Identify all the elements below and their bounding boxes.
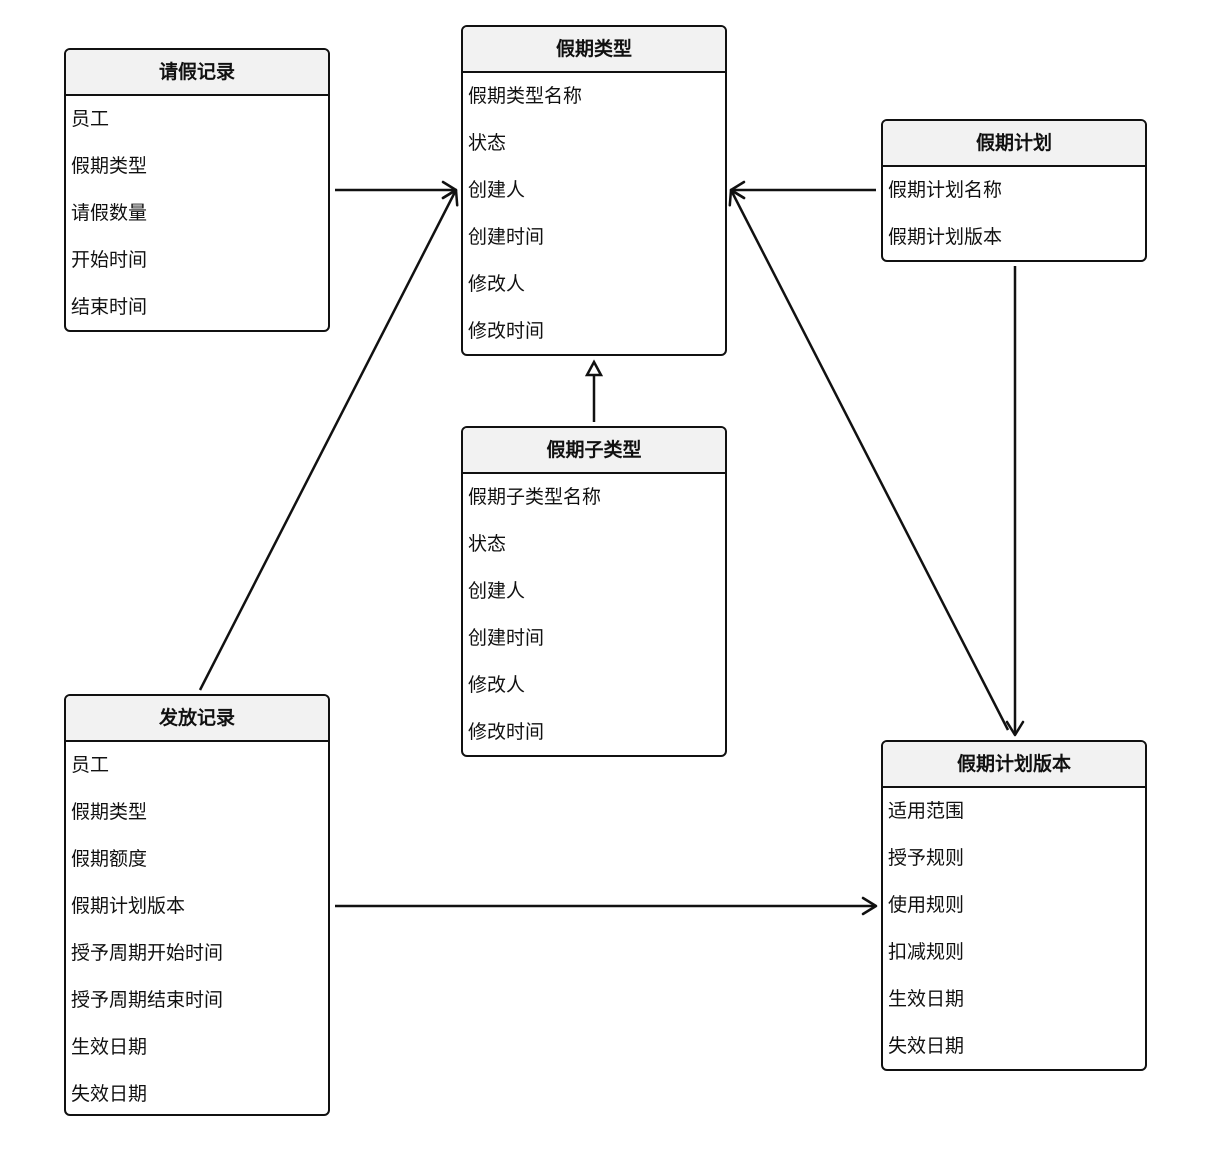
- relation-leave-plan-to-leave-type: [729, 180, 876, 200]
- entity-field: 修改人: [468, 674, 526, 696]
- entity-field: 员工: [71, 754, 110, 776]
- relation-grant-record-to-plan-version: [335, 896, 878, 916]
- entity-field: 创建人: [468, 580, 526, 602]
- entity-field: 请假数量: [71, 202, 148, 224]
- entity-field: 员工: [71, 108, 110, 130]
- entity-field: 状态: [468, 533, 507, 555]
- open-arrowhead: [1005, 720, 1025, 737]
- field-list: 员工假期类型假期额度假期计划版本授予周期开始时间授予周期结束时间生效日期失效日期: [66, 742, 328, 1114]
- relation-line: [729, 189, 1010, 731]
- entity-field: 假期类型名称: [468, 85, 583, 107]
- entity-leave-plan-version[interactable]: 假期计划版本适用范围授予规则使用规则扣减规则生效日期失效日期: [881, 740, 1147, 1071]
- entity-title: 发放记录: [66, 696, 328, 742]
- entity-field: 修改人: [468, 273, 526, 295]
- entity-field: 失效日期: [71, 1083, 148, 1105]
- relation-grant-record-to-leave-type: [198, 188, 459, 691]
- entity-field: 授予周期开始时间: [71, 942, 224, 964]
- field-list: 员工假期类型请假数量开始时间结束时间: [66, 96, 328, 330]
- relation-leave-record-to-leave-type: [335, 180, 458, 200]
- field-list: 假期子类型名称状态创建人创建时间修改人修改时间: [463, 474, 725, 755]
- entity-field: 生效日期: [888, 988, 965, 1010]
- entity-field: 创建人: [468, 179, 526, 201]
- entity-field: 状态: [468, 132, 507, 154]
- entity-title: 假期子类型: [463, 428, 725, 474]
- entity-field: 适用范围: [888, 800, 965, 822]
- field-list: 假期计划名称假期计划版本: [883, 167, 1145, 260]
- relation-line: [198, 189, 458, 691]
- entity-field: 假期类型: [71, 801, 148, 823]
- entity-field: 生效日期: [71, 1036, 148, 1058]
- relation-subtype-to-leave-type: [584, 359, 604, 422]
- entity-field: 假期计划名称: [888, 179, 1003, 201]
- entity-field: 修改时间: [468, 721, 545, 743]
- entity-title: 假期计划: [883, 121, 1145, 167]
- entity-grant-record[interactable]: 发放记录员工假期类型假期额度假期计划版本授予周期开始时间授予周期结束时间生效日期…: [64, 694, 330, 1116]
- entity-field: 授予规则: [888, 847, 965, 869]
- open-arrowhead: [861, 896, 878, 916]
- entity-field: 授予周期结束时间: [71, 989, 224, 1011]
- entity-leave-plan[interactable]: 假期计划假期计划名称假期计划版本: [881, 119, 1147, 262]
- entity-field: 创建时间: [468, 226, 545, 248]
- entity-title: 请假记录: [66, 50, 328, 96]
- open-arrowhead: [441, 188, 459, 207]
- entity-leave-record[interactable]: 请假记录员工假期类型请假数量开始时间结束时间: [64, 48, 330, 332]
- entity-field: 结束时间: [71, 296, 148, 318]
- field-list: 适用范围授予规则使用规则扣减规则生效日期失效日期: [883, 788, 1145, 1069]
- open-arrowhead: [728, 188, 746, 207]
- entity-leave-type[interactable]: 假期类型假期类型名称状态创建人创建时间修改人修改时间: [461, 25, 727, 356]
- entity-field: 假期额度: [71, 848, 148, 870]
- entity-leave-subtype[interactable]: 假期子类型假期子类型名称状态创建人创建时间修改人修改时间: [461, 426, 727, 757]
- entity-field: 开始时间: [71, 249, 148, 271]
- entity-title: 假期类型: [463, 27, 725, 73]
- entity-field: 假期子类型名称: [468, 486, 602, 508]
- field-list: 假期类型名称状态创建人创建时间修改人修改时间: [463, 73, 725, 354]
- entity-title: 假期计划版本: [883, 742, 1145, 788]
- entity-field: 创建时间: [468, 627, 545, 649]
- entity-field: 假期计划版本: [71, 895, 186, 917]
- relation-leave-plan-to-plan-version: [1005, 266, 1025, 737]
- relation-plan-version-to-leave-type: [728, 188, 1010, 731]
- entity-field: 使用规则: [888, 894, 965, 916]
- entity-field: 修改时间: [468, 320, 545, 342]
- inheritance-arrowhead: [584, 359, 604, 377]
- entity-field: 假期类型: [71, 155, 148, 177]
- entity-field: 失效日期: [888, 1035, 965, 1057]
- entity-field: 假期计划版本: [888, 226, 1003, 248]
- entity-field: 扣减规则: [888, 941, 965, 963]
